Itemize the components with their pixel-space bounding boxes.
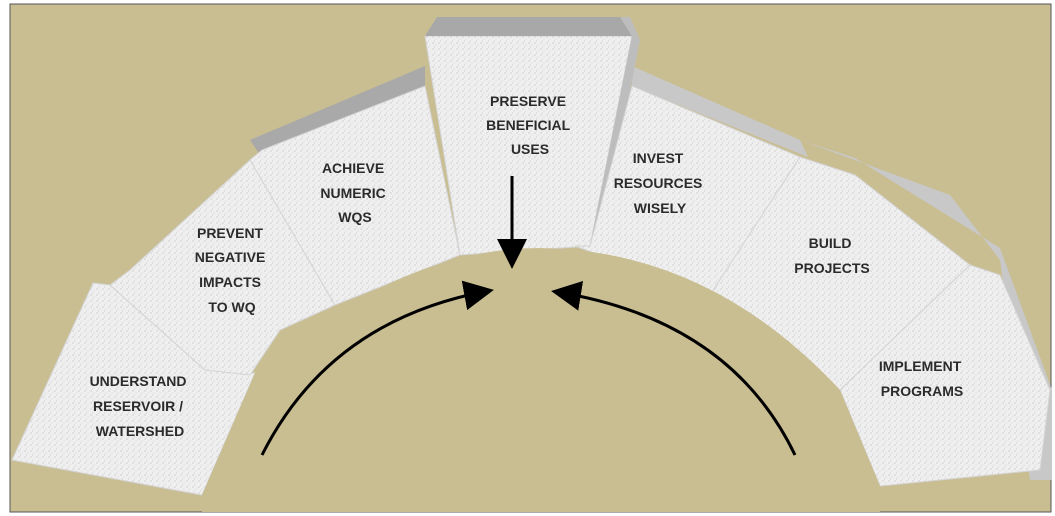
right-curved-arrow — [551, 281, 797, 456]
label-implement: IMPLEMENT PROGRAMS — [879, 358, 965, 399]
arch-interior — [202, 248, 880, 512]
stone-achieve — [249, 85, 461, 306]
label-achieve: ACHIEVE NUMERIC WQS — [320, 160, 389, 225]
keystone-side-face — [590, 17, 640, 246]
arch-top-bevel-left — [250, 66, 425, 155]
label-keystone: PRESERVE BENEFICIAL USES — [486, 93, 574, 157]
left-curved-arrow — [260, 280, 494, 456]
arch-top-bevel-right — [632, 66, 808, 157]
label-build: BUILD PROJECTS — [794, 235, 869, 276]
label-understand: UNDERSTAND RESERVOIR / WATERSHED — [90, 373, 191, 439]
label-invest: INVEST RESOURCES WISELY — [614, 150, 707, 216]
keystone-top-face — [425, 17, 632, 36]
label-prevent: PREVENT NEGATIVE IMPACTS TO WQ — [195, 225, 269, 315]
